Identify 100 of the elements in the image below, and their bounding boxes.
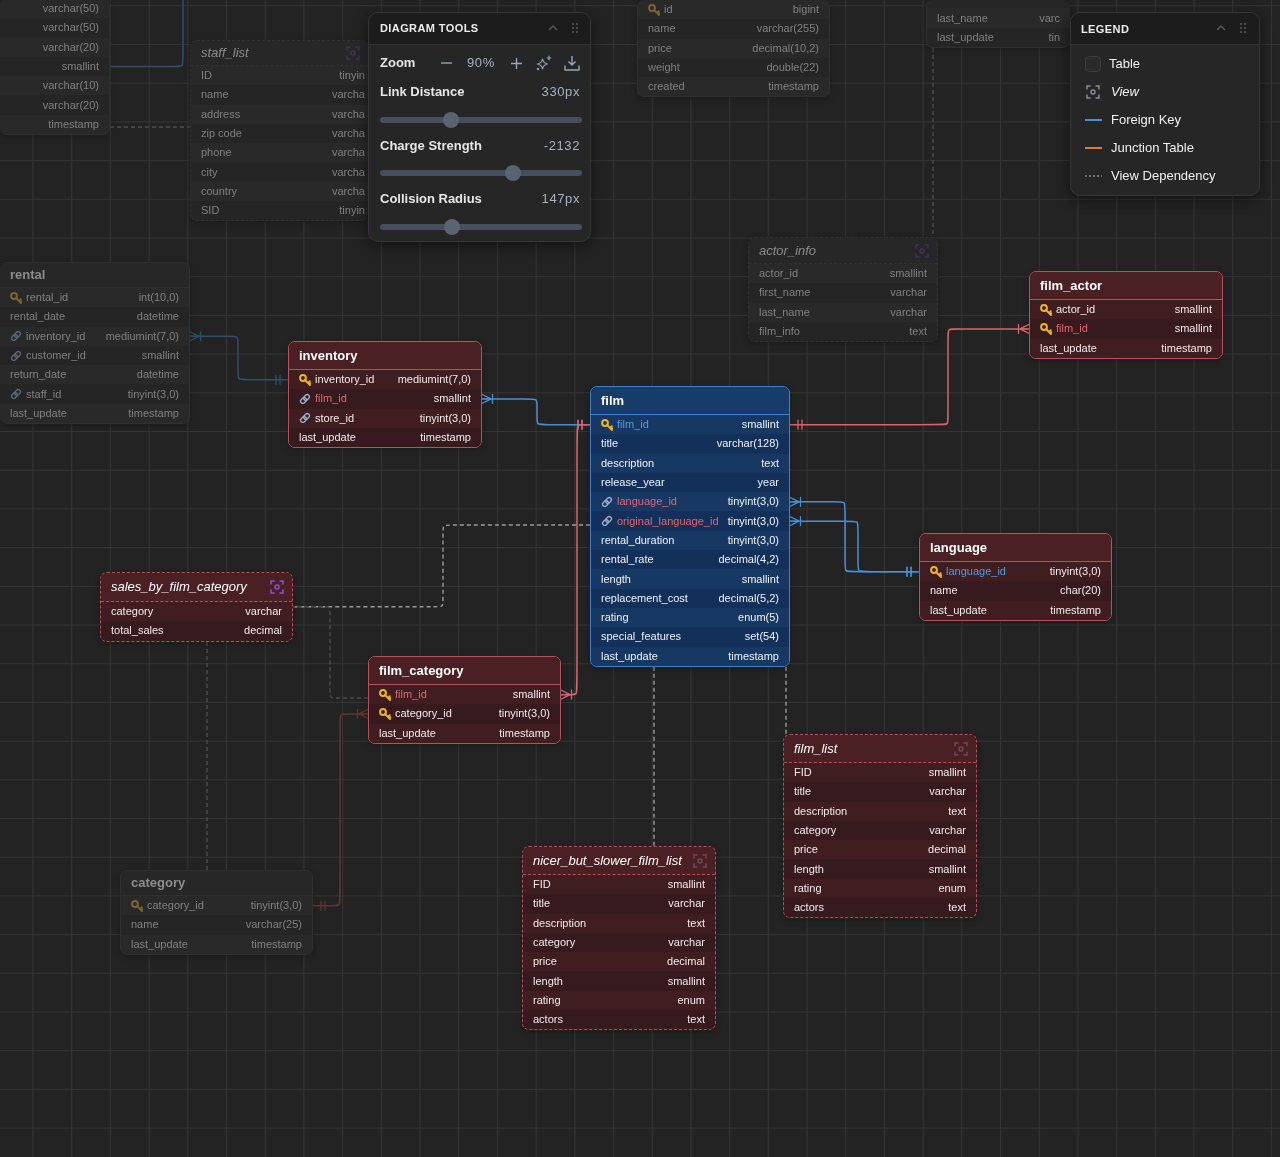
column-name: film_id	[315, 392, 347, 406]
table-row	[289, 389, 481, 409]
column-type: varchar(255)	[755, 22, 819, 36]
column-name: phone	[201, 146, 232, 160]
column-type: set(54)	[743, 630, 779, 644]
column-name: last_update	[1040, 341, 1097, 355]
column-name: category	[794, 824, 837, 838]
column-type: varchar(20)	[41, 40, 99, 54]
table-title: film	[601, 392, 625, 409]
table-row	[0, 384, 189, 404]
column-type: datetime	[135, 368, 179, 382]
column-type: datetime	[135, 310, 179, 324]
column-name: category	[111, 605, 154, 619]
column-type: tinyint(3,0)	[497, 707, 550, 721]
column-name: actor_id	[1056, 303, 1096, 317]
table-row	[927, 8, 1070, 28]
view-title: actor_info	[759, 242, 817, 259]
control-label: Collision Radius	[380, 191, 482, 207]
column-type: smallint	[432, 392, 471, 406]
column-type: varchar(10)	[41, 79, 99, 93]
column-type: tinyint(3,0)	[726, 514, 779, 528]
table-row	[784, 878, 976, 899]
table-row	[369, 685, 560, 705]
column-type: smallint	[1173, 303, 1212, 317]
column-type: tinyint(3,0)	[126, 387, 179, 401]
table-row	[638, 0, 829, 20]
column-name: rental_rate	[601, 553, 654, 567]
column-type: varchar	[928, 785, 966, 799]
view-title: staff_list	[201, 45, 249, 61]
column-name: special_features	[601, 630, 682, 644]
column-name: last_update	[131, 937, 188, 951]
column-name: original_language_id	[617, 514, 719, 528]
column-name: inventory_id	[26, 329, 86, 343]
column-name: FID	[794, 766, 812, 780]
table-row	[591, 472, 789, 493]
column-type: text	[760, 456, 779, 470]
column-type: varchar	[667, 936, 705, 950]
column-type: timestamp	[127, 406, 179, 420]
column-type: varchar	[667, 897, 705, 911]
table-title: rental	[10, 267, 46, 283]
table-row	[920, 581, 1111, 601]
table-row	[591, 569, 789, 589]
table-row	[523, 932, 715, 953]
table-row	[920, 562, 1111, 582]
table-row	[191, 123, 368, 144]
column-type: text	[947, 804, 966, 818]
dashed-connector	[292, 606, 369, 699]
table-card	[637, 0, 830, 98]
table-row	[191, 143, 368, 163]
column-type: decimal	[243, 624, 282, 638]
table-row	[591, 530, 789, 551]
column-name: last_update	[299, 431, 356, 445]
column-name: SID	[201, 204, 220, 218]
table-card	[919, 533, 1112, 621]
table-row	[191, 181, 368, 202]
table-card	[0, 262, 190, 425]
column-type: enum(5)	[737, 611, 779, 625]
column-type: text	[947, 901, 966, 915]
column-type: timestamp	[47, 117, 99, 131]
panel-title: DIAGRAM TOOLS	[380, 21, 479, 36]
table-card	[926, 0, 1070, 48]
column-name: title	[601, 437, 619, 451]
column-name: FID	[533, 878, 551, 892]
column-type: timestamp	[1049, 603, 1101, 617]
column-type: varcha	[330, 127, 365, 141]
column-type: smallint	[927, 862, 966, 876]
table-row	[784, 763, 976, 783]
column-name: language_id	[617, 495, 677, 509]
control-label: Link Distance	[380, 84, 465, 100]
table-card	[590, 386, 790, 667]
control-label: Charge Strength	[380, 138, 482, 154]
table-row	[591, 453, 789, 473]
table-row	[523, 875, 715, 895]
panel-title: LEGEND	[1081, 22, 1130, 37]
column-type: timestamp	[498, 726, 550, 740]
column-name: ID	[201, 69, 212, 83]
column-name: inventory_id	[315, 373, 375, 387]
column-type: tin	[1047, 30, 1060, 44]
column-name: rental_duration	[601, 533, 675, 547]
column-name: address	[201, 107, 241, 121]
column-name: rating	[794, 881, 822, 895]
legend-label: Junction Table	[1111, 140, 1194, 156]
column-name: weight	[648, 61, 680, 75]
column-type: timestamp	[727, 649, 779, 663]
column-type: text	[686, 1013, 705, 1027]
column-name: total_sales	[111, 624, 164, 638]
table-card	[288, 341, 482, 449]
column-name: actor_id	[759, 267, 799, 281]
table-row	[523, 952, 715, 972]
column-type: varchar	[244, 605, 282, 619]
column-type: enum	[937, 881, 966, 895]
view-card	[190, 40, 368, 222]
column-name: rating	[601, 611, 629, 625]
table-row	[0, 56, 109, 77]
column-name: length	[533, 974, 563, 988]
table-title: category	[131, 875, 186, 891]
column-type: decimal(4,2)	[717, 553, 779, 567]
table-row	[784, 801, 976, 821]
control-label: Zoom	[380, 55, 416, 71]
column-type: varcha	[330, 146, 365, 160]
